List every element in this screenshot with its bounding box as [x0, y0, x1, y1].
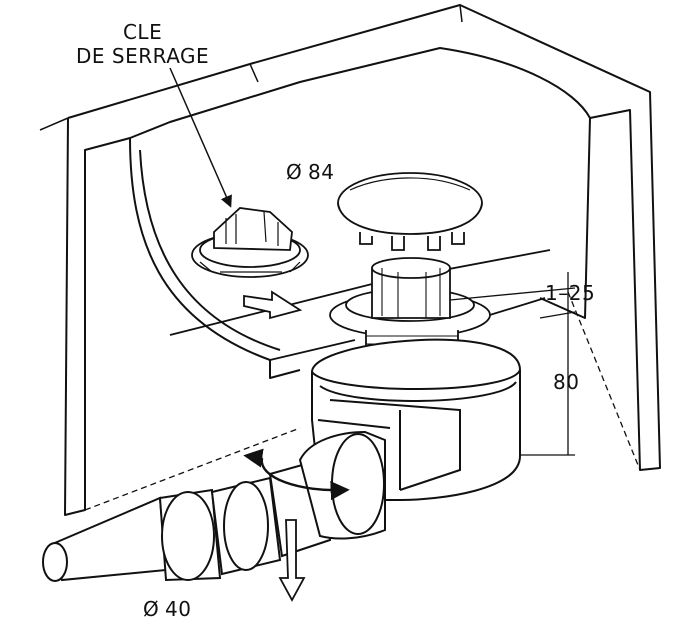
- height-dimension-label: 80: [553, 370, 580, 394]
- key-direction-arrow: [243, 290, 303, 320]
- drain-cap: [337, 172, 483, 251]
- pipe-diameter-value: 40: [165, 597, 192, 621]
- diameter-symbol: Ø: [286, 160, 303, 184]
- adjustment-range-label: 1–25: [545, 281, 596, 305]
- rotation-arrow: [243, 448, 350, 501]
- outlet-pipe: [42, 430, 386, 582]
- cap-diameter-value: 84: [308, 160, 335, 184]
- clamping-key-label: CLE DE SERRAGE: [76, 20, 209, 68]
- dimension-lines: [449, 272, 576, 456]
- clamping-key-label-line2: DE SERRAGE: [76, 44, 210, 68]
- tray-outline: [39, 4, 661, 516]
- key-leader-line: [169, 67, 232, 208]
- diameter-symbol: Ø: [143, 597, 160, 621]
- clamping-key-label-line1: CLE: [122, 20, 163, 44]
- downward-arrow: [278, 519, 306, 602]
- clamping-key: [191, 207, 309, 278]
